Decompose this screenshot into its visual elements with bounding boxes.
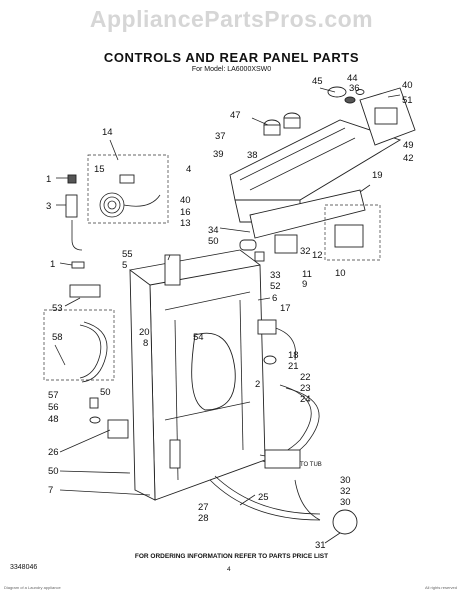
callout-50-low: 50	[48, 466, 59, 477]
callout-44: 44	[347, 73, 358, 84]
callout-40: 40	[180, 195, 191, 206]
diagram-subtitle: For Model: LA6000XSW0	[191, 66, 272, 73]
callout-3: 3	[46, 201, 51, 212]
callout-7: 7	[48, 485, 53, 496]
callout-1: 1	[46, 174, 51, 185]
callout-4: 4	[186, 164, 191, 175]
callout-51: 51	[402, 95, 413, 106]
callout-40-top: 40	[402, 80, 413, 91]
fine-print-right: All rights reserved	[424, 585, 457, 590]
callout-19: 19	[372, 170, 383, 181]
callout-6: 6	[272, 293, 277, 304]
timer-assembly	[359, 87, 416, 146]
page-number: 4	[227, 566, 231, 573]
callout-15: 15	[94, 164, 105, 175]
callout-12: 12	[312, 250, 323, 261]
callout-14: 14	[102, 127, 113, 138]
callout-24: 24	[300, 394, 311, 405]
callout-39: 39	[213, 149, 224, 160]
callout-53: 53	[52, 303, 63, 314]
callout-30-low: 30	[340, 497, 351, 508]
switch-bracket	[239, 189, 381, 262]
callout-37: 37	[215, 131, 226, 142]
callout-48: 48	[48, 414, 59, 425]
document-number: 3348046	[10, 564, 38, 571]
callout-52: 52	[270, 281, 281, 292]
callout-11: 11	[302, 269, 312, 280]
ordering-footnote: FOR ORDERING INFORMATION REFER TO PARTS …	[134, 553, 329, 560]
control-knobs	[263, 86, 365, 136]
callout-38: 38	[247, 150, 258, 161]
callout-13: 13	[180, 218, 191, 229]
callout-8: 8	[143, 338, 148, 349]
rear-panel	[69, 249, 266, 501]
callout-5: 5	[122, 260, 127, 271]
callout-34: 34	[208, 225, 219, 236]
callout-28: 28	[198, 513, 209, 524]
callout-55: 55	[122, 249, 133, 260]
diagram-title: CONTROLS AND REAR PANEL PARTS	[103, 50, 360, 65]
callout-20: 20	[139, 327, 150, 338]
callout-32: 32	[300, 246, 311, 257]
callout-1-lower: 1	[50, 259, 55, 270]
callout-56: 56	[48, 402, 59, 413]
callout-58: 58	[52, 332, 63, 343]
callout-18: 18	[288, 350, 299, 361]
callout-21: 21	[288, 361, 299, 372]
callout-50-mid: 50	[100, 387, 111, 398]
callout-42: 42	[403, 153, 414, 164]
callout-31: 31	[315, 540, 326, 551]
callout-22: 22	[300, 372, 311, 383]
callout-23: 23	[300, 383, 311, 394]
callout-36: 36	[349, 83, 360, 94]
watermark-text: AppliancePartsPros.com	[89, 6, 374, 32]
callout-50: 50	[208, 236, 219, 247]
callout-17: 17	[280, 303, 291, 314]
leader-lines	[56, 87, 401, 544]
callout-9: 9	[302, 279, 307, 290]
callout-49: 49	[403, 140, 414, 151]
callout-47: 47	[230, 110, 241, 121]
callout-54: 54	[193, 332, 204, 343]
inlet-parts	[65, 174, 85, 269]
drain-hose-kit	[43, 309, 115, 383]
hose-note: TO TUB	[300, 462, 322, 468]
callout-45: 45	[312, 76, 323, 87]
callout-2: 2	[255, 379, 260, 390]
callout-26: 26	[48, 447, 59, 458]
water-hoses	[209, 319, 358, 535]
callout-25: 25	[258, 492, 269, 503]
callout-30: 30	[340, 475, 351, 486]
callout-32-low: 32	[340, 486, 351, 497]
callout-27: 27	[198, 502, 209, 513]
callout-16: 16	[180, 207, 191, 218]
callout-10: 10	[335, 268, 346, 279]
lower-brackets	[89, 397, 129, 439]
callout-57: 57	[48, 390, 59, 401]
callout-33: 33	[270, 270, 281, 281]
fine-print-left: Diagram of a Laundry appliance	[4, 585, 61, 590]
power-cord-kit	[87, 154, 169, 224]
